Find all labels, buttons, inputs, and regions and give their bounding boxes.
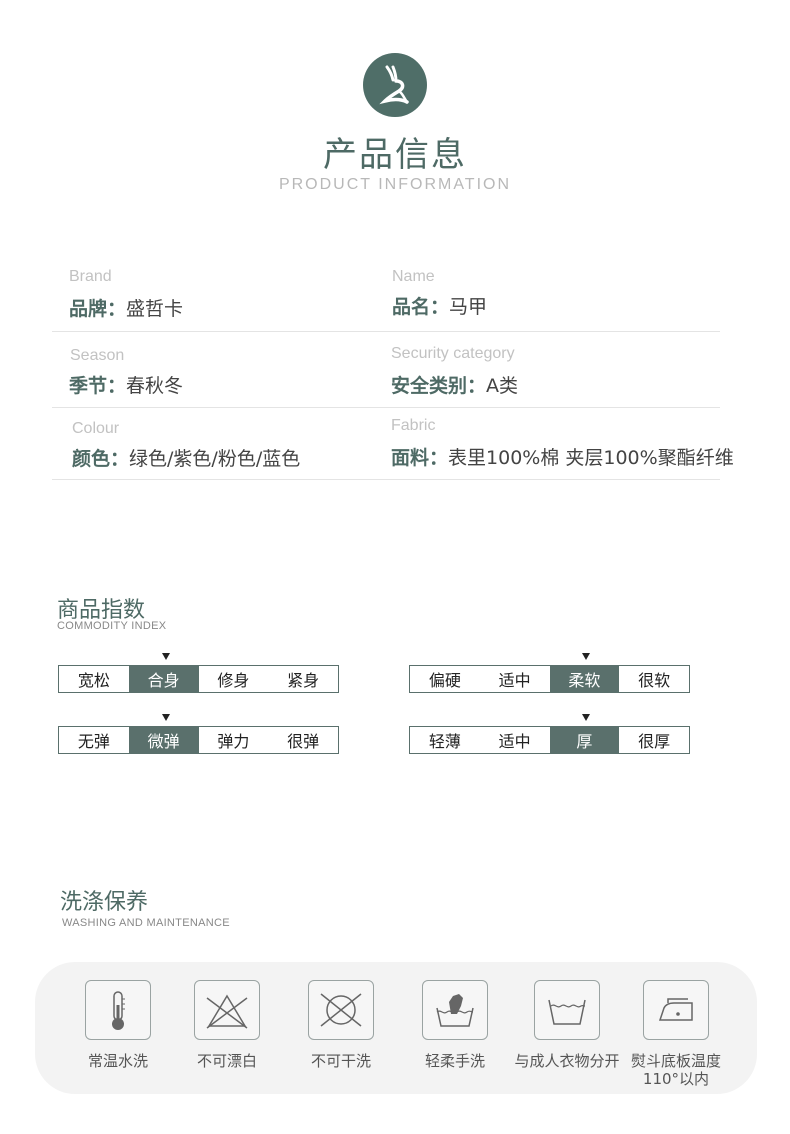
care-item: 不可干洗 [286,980,396,1070]
scale-option-selected: 微弹 [128,727,199,753]
name-en: Name [392,268,435,285]
fabric-field: 面料：表里100%棉 夹层100%聚酯纤维 [391,447,734,469]
care-label: 常温水洗 [87,1052,148,1070]
care-label: 熨斗底板温度 110°以内 [630,1052,721,1088]
scale-option: 轻薄 [428,732,461,751]
selected-arrow [162,714,170,721]
page-subtitle: PRODUCT INFORMATION [278,176,512,193]
brand-field: 品牌：盛哲卡 [69,298,184,320]
care-item: 不可漂白 [172,980,282,1070]
index-subtitle: COMMODITY INDEX [57,620,167,632]
brand-en: Brand [69,268,112,285]
care-item: 熨斗底板温度 110°以内 [621,980,731,1088]
name-field: 品名：马甲 [392,296,488,318]
season-field: 季节：春秋冬 [69,375,184,397]
care-panel [35,962,757,1094]
softness-scale: 偏硬 适中 柔软 很软 [409,665,690,693]
scale-option: 紧身 [287,671,320,690]
selected-arrow [582,653,590,660]
divider [52,331,720,332]
care-label: 不可干洗 [310,1052,371,1070]
scale-option: 适中 [498,671,531,690]
scale-option-selected: 合身 [128,666,199,692]
wash-separately-icon [548,999,586,1025]
care-label: 不可漂白 [196,1052,257,1070]
fit-scale: 宽松 合身 修身 紧身 [58,665,339,693]
colour-field: 颜色：绿色/紫色/粉色/蓝色 [72,448,301,470]
scale-option: 偏硬 [428,671,461,690]
divider [52,407,720,408]
scale-option-selected: 厚 [549,727,620,753]
security-field: 安全类别：A类 [391,375,519,397]
index-title: 商品指数 [57,598,146,623]
scale-option: 修身 [217,671,250,690]
selected-arrow [582,714,590,721]
no-dry-clean-icon [320,993,362,1027]
thickness-scale: 轻薄 适中 厚 很厚 [409,726,690,754]
scale-option-selected: 柔软 [549,666,620,692]
security-en: Security category [391,345,515,362]
thermometer-icon [112,991,125,1030]
scale-option: 很弹 [287,732,320,751]
iron-icon [658,998,693,1021]
care-item: 常温水洗 [63,980,173,1070]
scale-option: 很软 [638,671,671,690]
selected-arrow [162,653,170,660]
elasticity-scale: 无弹 微弹 弹力 很弹 [58,726,339,754]
scale-option: 无弹 [77,732,110,751]
rabbit-logo-icon [363,53,427,117]
wash-title: 洗涤保养 [60,890,149,915]
fabric-en: Fabric [391,417,436,434]
no-bleach-icon [206,994,248,1029]
season-en: Season [70,347,125,364]
care-label: 与成人衣物分开 [514,1052,620,1070]
scale-option: 弹力 [217,732,250,751]
wash-subtitle: WASHING AND MAINTENANCE [62,917,230,929]
care-label: 轻柔手洗 [424,1052,485,1070]
scale-option: 宽松 [77,671,110,690]
care-item: 与成人衣物分开 [512,980,622,1070]
scale-option: 很厚 [638,732,671,751]
care-item: 轻柔手洗 [400,980,510,1070]
colour-en: Colour [72,420,120,437]
hand-wash-icon [436,994,474,1027]
scale-option: 适中 [498,732,531,751]
divider [52,479,720,480]
page-title: 产品信息 [323,135,467,175]
